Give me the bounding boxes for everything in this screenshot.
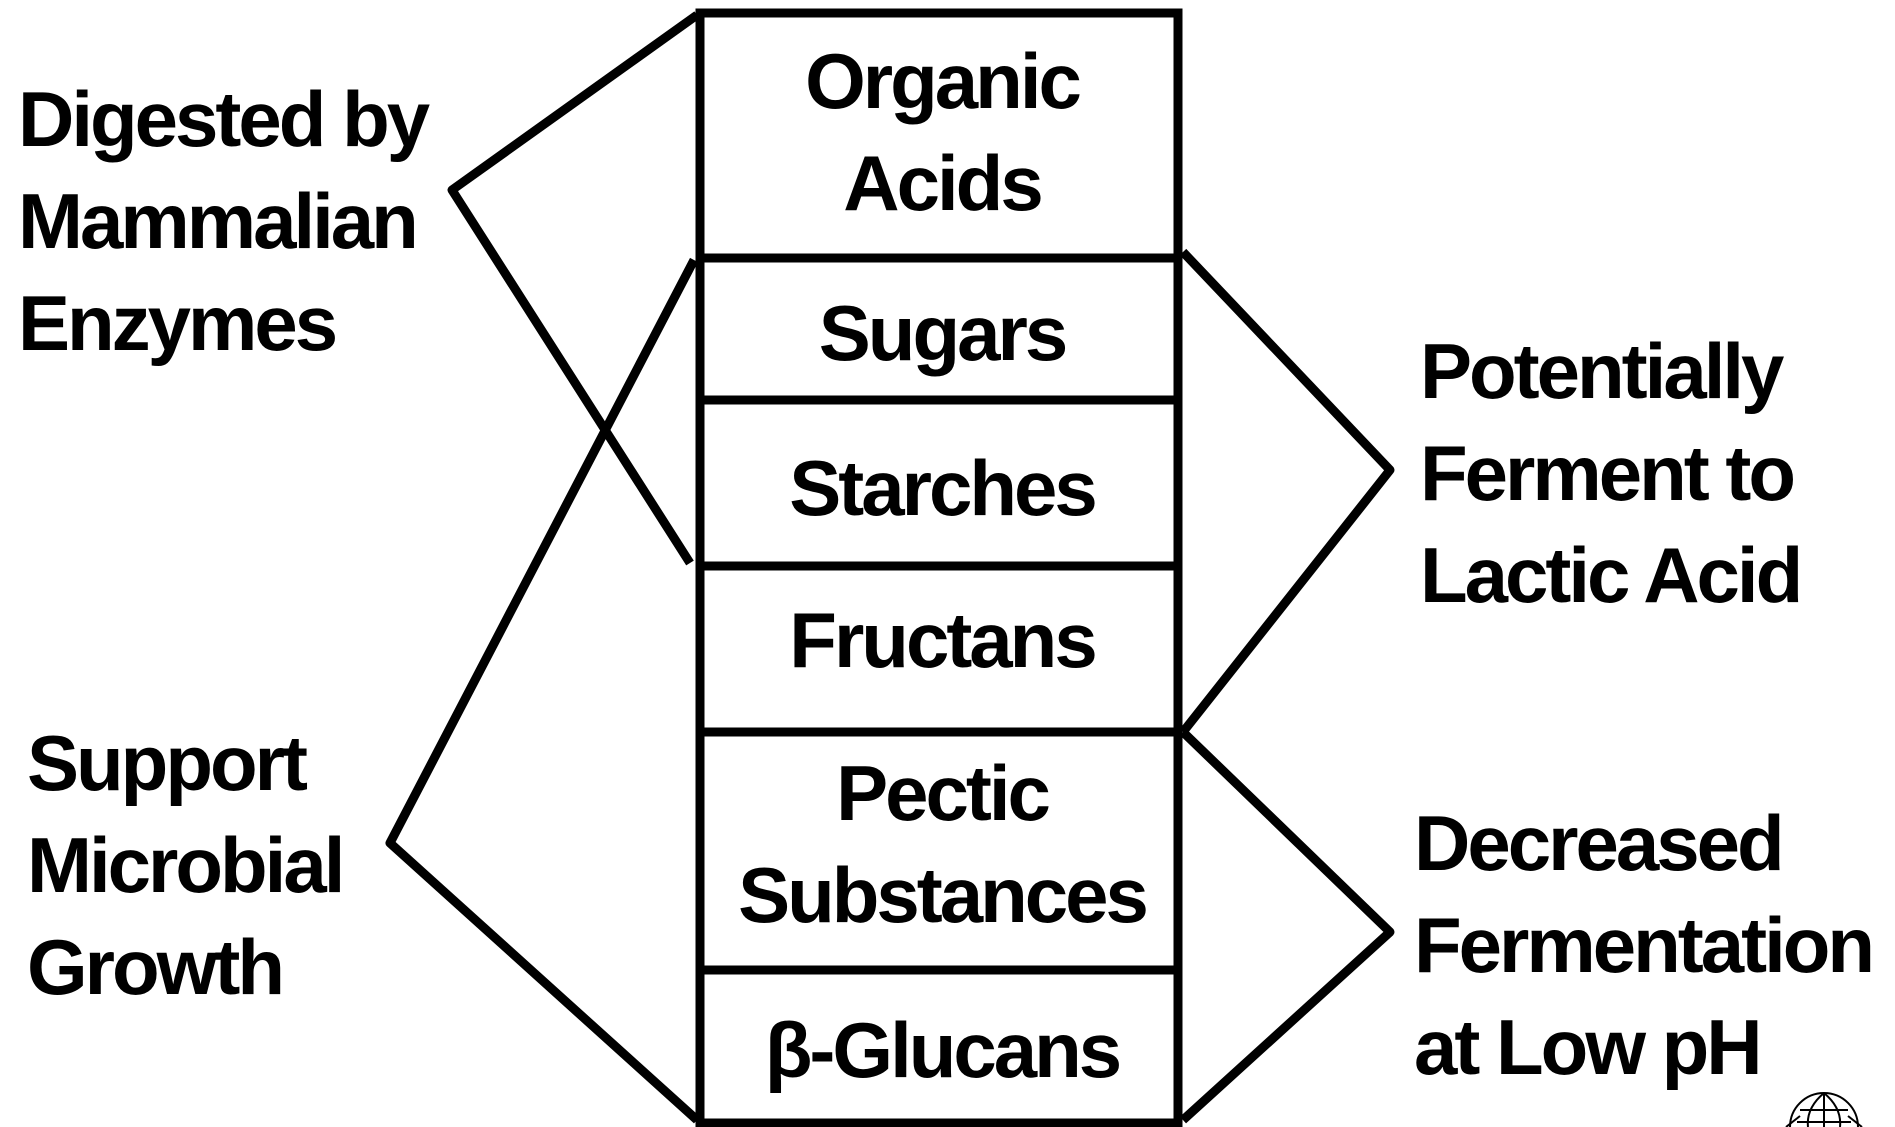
cell-starches: Starches (789, 444, 1095, 532)
label-microbial-line3: Growth (27, 923, 282, 1011)
label-microbial-line1: Support (27, 719, 308, 807)
cell-organic-acids-line1: Organic (805, 37, 1080, 125)
cell-pectic-line2: Substances (738, 851, 1146, 939)
label-microbial-line2: Microbial (27, 821, 342, 909)
label-digested-line2: Mammalian (18, 177, 416, 265)
cell-beta-glucans: β-Glucans (765, 1006, 1120, 1094)
label-lactic-line3: Lactic Acid (1420, 531, 1800, 619)
bracket-digested (447, 11, 700, 566)
label-lactic-line2: Ferment to (1420, 429, 1793, 517)
label-lactic-line1: Potentially (1420, 327, 1784, 415)
cell-pectic-line1: Pectic (836, 749, 1049, 837)
label-lowph-line3: at Low pH (1414, 1003, 1760, 1091)
label-digested-line3: Enzymes (18, 279, 336, 367)
label-lowph-line1: Decreased (1414, 799, 1782, 887)
label-digested-line1: Digested by (18, 75, 430, 163)
label-lowph-line2: Fermentation (1414, 901, 1872, 989)
bracket-low-ph (1179, 728, 1395, 1124)
cell-sugars: Sugars (819, 289, 1066, 377)
bracket-microbial (385, 257, 701, 1124)
globe-logo-icon (1785, 1092, 1863, 1127)
fraction-column (695, 8, 1183, 1127)
cell-organic-acids-line2: Acids (843, 139, 1041, 227)
bracket-lactic (1179, 248, 1395, 735)
cell-fructans: Fructans (789, 596, 1095, 684)
